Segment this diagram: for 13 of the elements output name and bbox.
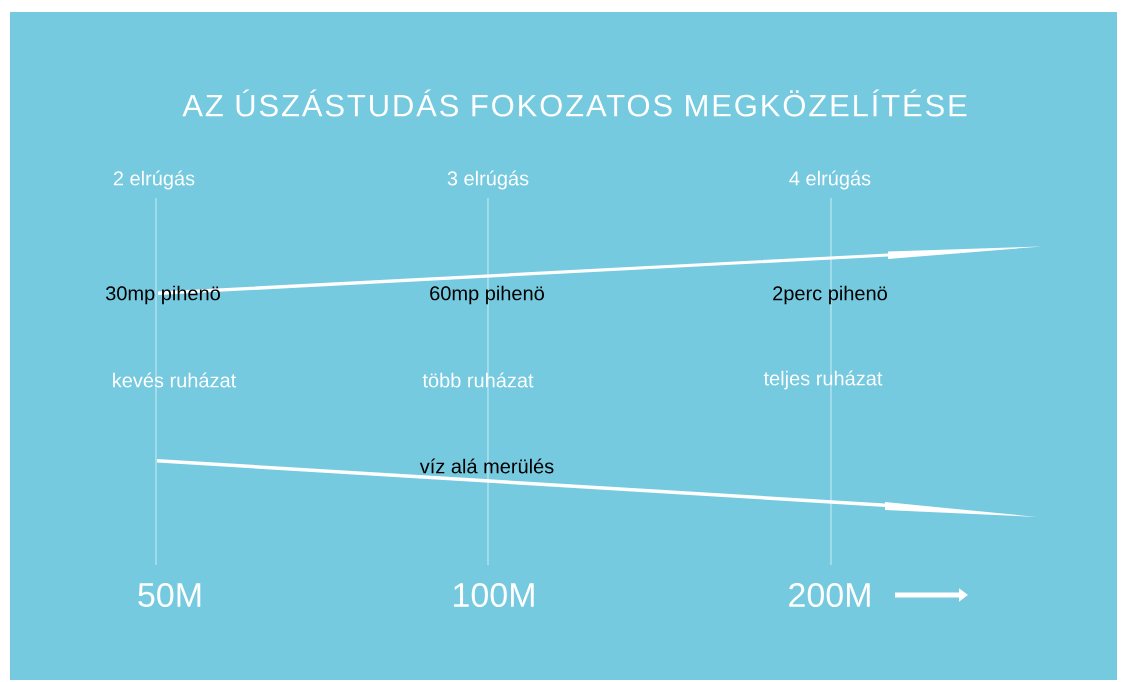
clothing-label: kevés ruházat — [113, 372, 237, 388]
distance-label: 100M — [454, 582, 534, 608]
kick-count-label: 2 elrúgás — [113, 170, 195, 190]
kick-count-label: 4 elrúgás — [789, 170, 871, 190]
clothing-label: több ruházat — [422, 372, 534, 388]
clothing-label: teljes ruházat — [763, 370, 883, 390]
kick-count-label: 3 elrúgás — [447, 170, 529, 190]
rest-label: 2perc pihenö — [773, 285, 887, 305]
dive-label: víz alá merülés — [419, 458, 554, 474]
distance-label: 50M — [138, 582, 201, 608]
distance-label: 200M — [789, 582, 870, 608]
rest-label: 60mp pihenö — [430, 285, 544, 305]
title: AZ ÚSZÁSTUDÁS FOKOZATOS MEGKÖZELÍTÉSE — [182, 89, 967, 117]
